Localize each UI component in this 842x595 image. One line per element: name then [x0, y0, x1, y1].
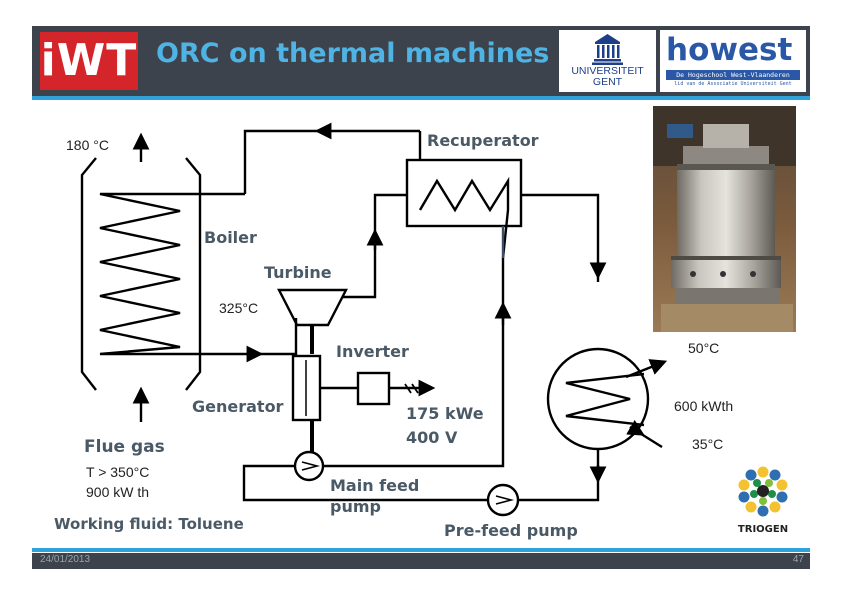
prefeed-to-main-line	[242, 464, 488, 502]
title-accent-line	[32, 96, 810, 100]
flue-gas-label: Flue gas	[84, 437, 165, 457]
howest-subline: lid van de Associatie Universiteit Gent	[674, 81, 792, 87]
cond-out-temp-label: 50°C	[688, 340, 720, 356]
cond-in-temp-label: 35°C	[692, 436, 724, 452]
ugent-logo: UNIVERSITEIT GENT	[559, 30, 656, 92]
voltage-label: 400 V	[406, 428, 458, 447]
ugent-label-line1: UNIVERSITEIT	[571, 65, 644, 77]
recuperator-to-condenser	[521, 193, 600, 282]
condenser-circle	[546, 347, 650, 451]
cooling-water-out-arrow	[625, 359, 668, 379]
working-fluid-label: Working fluid: Toluene	[54, 515, 244, 533]
inverter-label: Inverter	[336, 342, 409, 361]
condenser-coil	[565, 372, 645, 427]
ugent-label-line2: GENT	[592, 76, 623, 88]
university-building-icon	[592, 34, 623, 65]
flue-temp-label: T > 350°C	[86, 464, 150, 480]
recuperator-label: Recuperator	[427, 131, 539, 150]
howest-logo: howest De Hogeschool West-Vlaanderen lid…	[660, 30, 806, 92]
footer-date: 24/01/2013	[40, 554, 91, 565]
condenser-to-prefeed	[519, 449, 600, 502]
cond-power-label: 600 kWth	[674, 398, 734, 414]
boiler-outlet-pipe	[243, 129, 420, 194]
howest-band: De Hogeschool West-Vlaanderen	[666, 70, 800, 80]
triogen-logo: TRIOGEN	[726, 464, 800, 540]
triogen-label: TRIOGEN	[737, 524, 789, 535]
boiler-label: Boiler	[204, 228, 257, 247]
page-number: 47	[792, 554, 804, 565]
main-feed-pump-label-2: pump	[330, 497, 381, 516]
temp-turbine-label: 325°C	[219, 300, 259, 316]
main-feed-line	[323, 258, 505, 468]
howest-wordmark: howest	[666, 32, 793, 68]
power-kwe-label: 175 kWe	[406, 404, 484, 423]
recuperator-coil	[418, 176, 510, 259]
main-feed-pump-circle	[293, 450, 325, 482]
pre-feed-pump-label: Pre-feed pump	[444, 521, 578, 540]
flue-power-label: 900 kW th	[86, 484, 150, 500]
footer-accent-line	[32, 548, 810, 552]
machine-photo	[653, 106, 796, 332]
turbine-shape	[277, 288, 348, 327]
boiler-coil	[99, 192, 245, 356]
footer-bar	[32, 553, 810, 569]
slide-title: ORC on thermal machines	[156, 38, 550, 69]
boiler-left-wall	[80, 157, 97, 391]
turbine-label: Turbine	[264, 263, 332, 282]
triogen-flower-icon	[738, 466, 788, 517]
inverter-box	[356, 371, 391, 406]
iwt-logo: iWT	[40, 32, 138, 90]
generator-label: Generator	[192, 397, 284, 416]
main-feed-pump-label-1: Main feed	[330, 476, 420, 495]
turbine-inlet-pipe	[245, 318, 298, 356]
boiler-right-wall	[185, 157, 202, 391]
temp-top-label: 180 °C	[66, 137, 109, 153]
